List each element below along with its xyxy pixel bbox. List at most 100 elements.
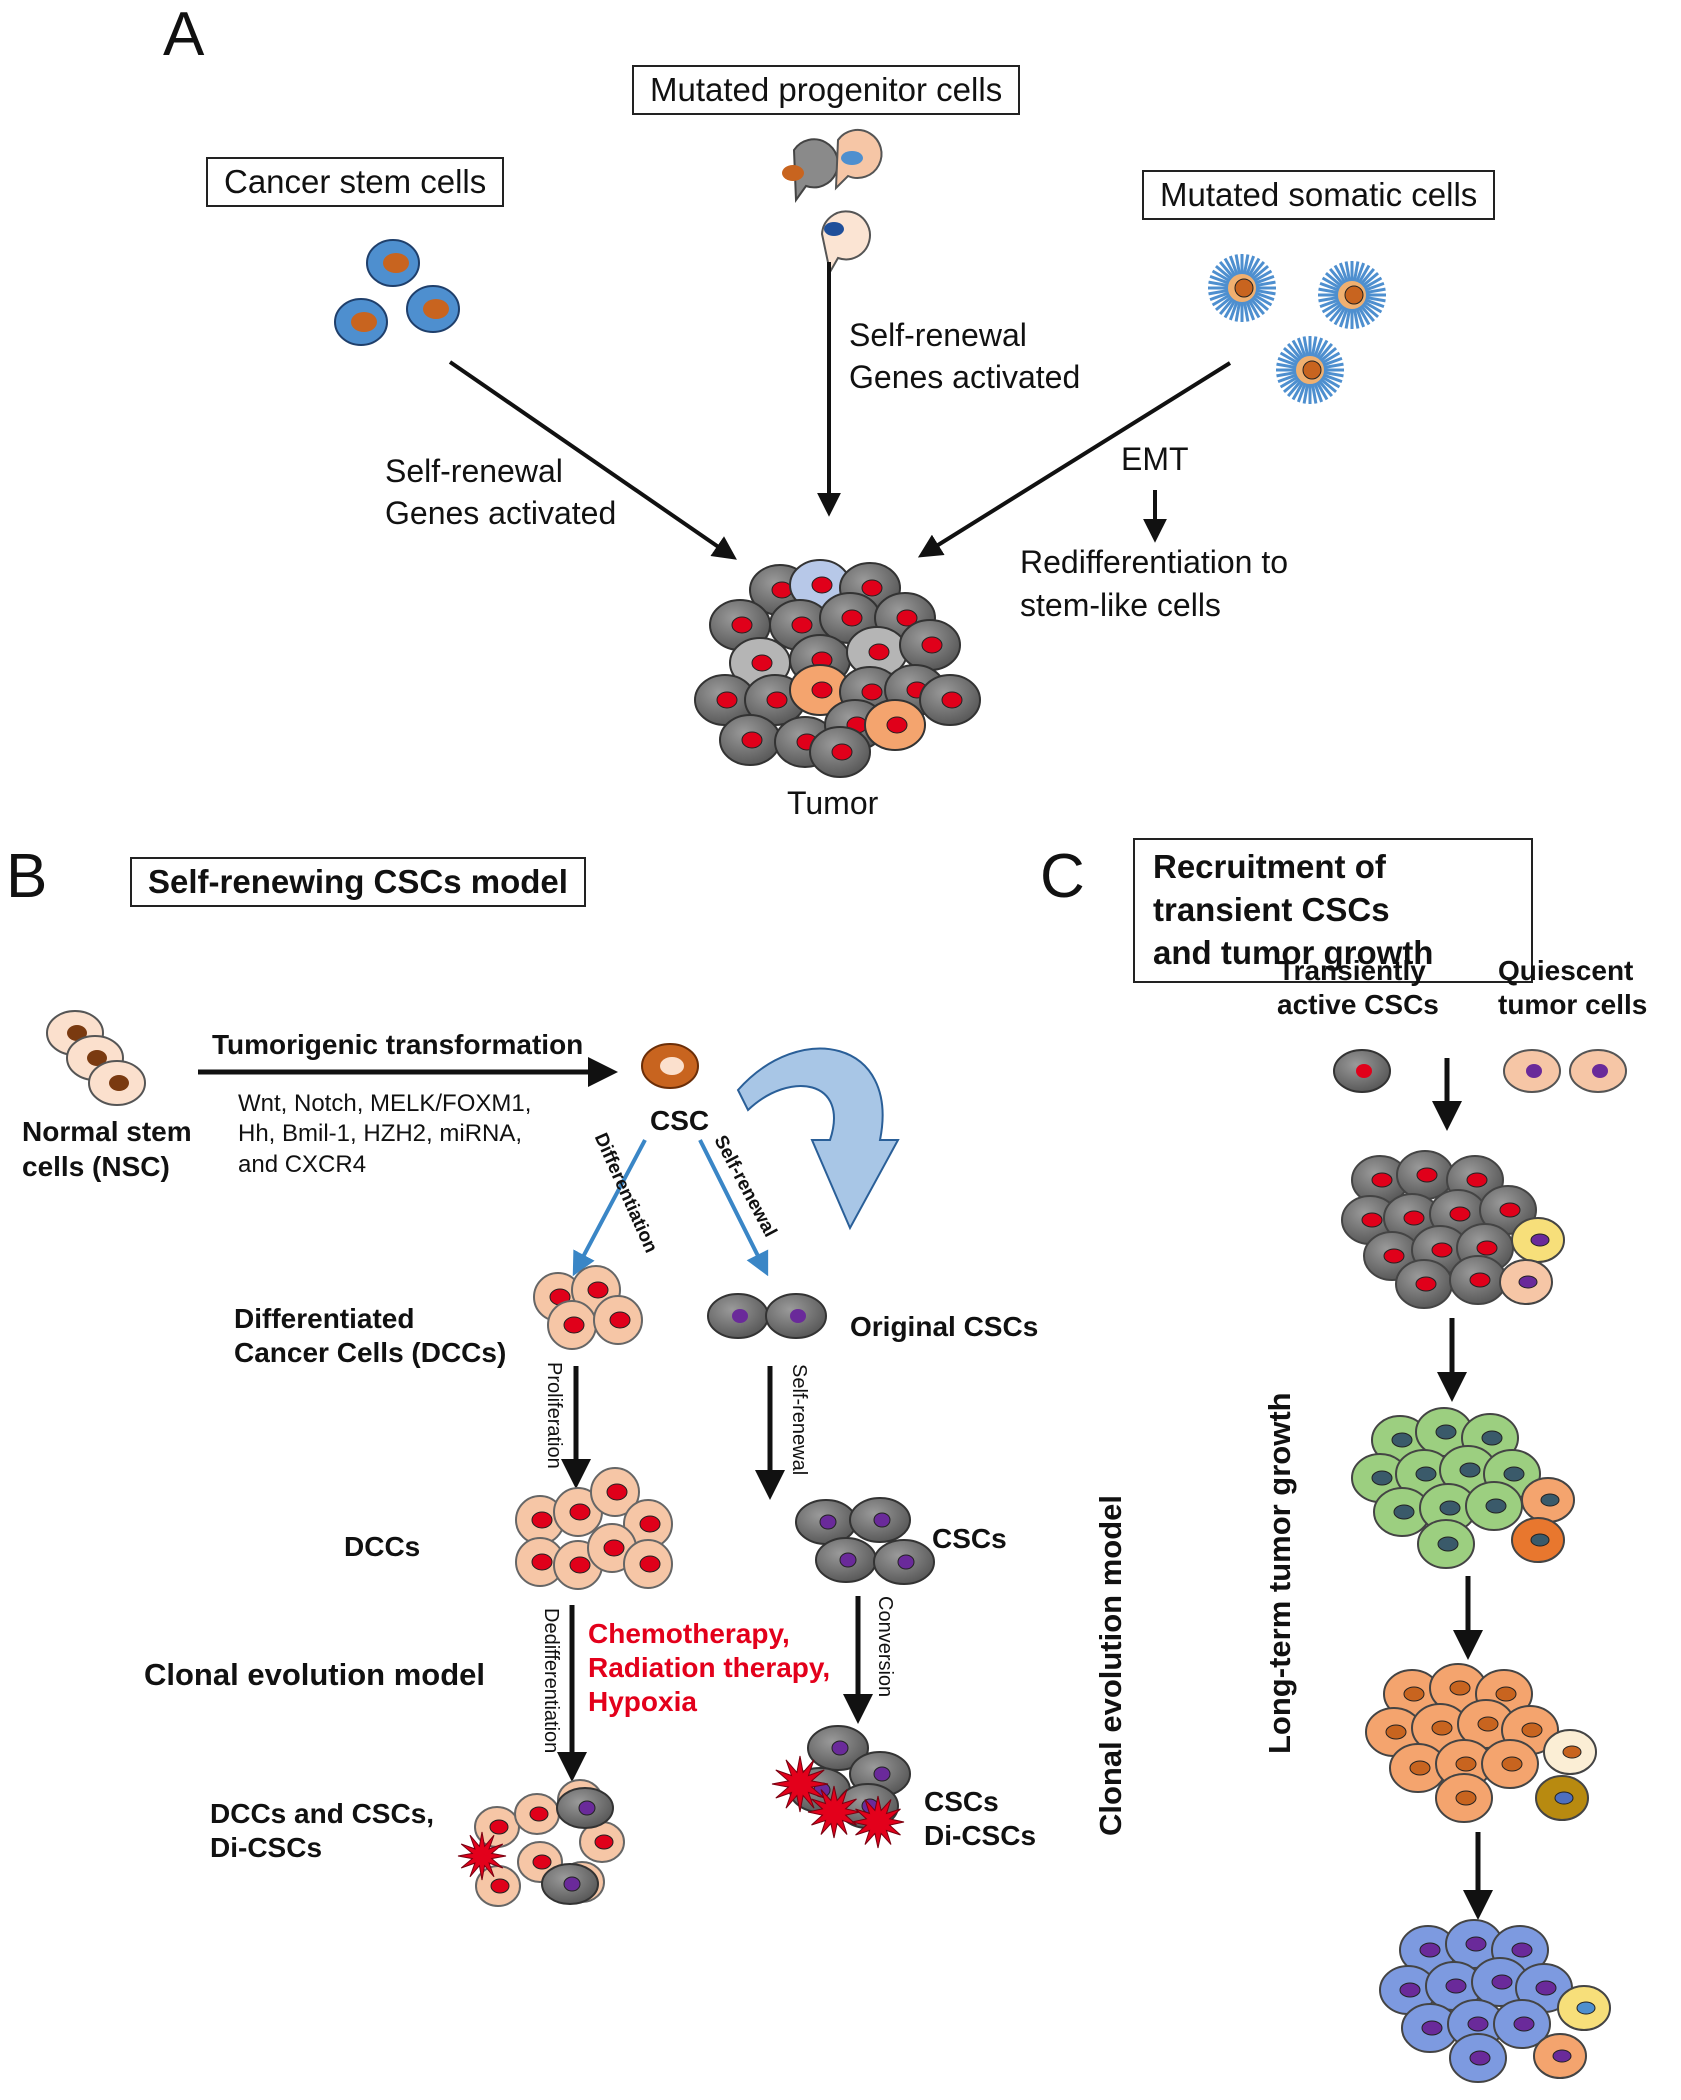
bottom-right-line-2: Di-CSCs	[924, 1820, 1037, 1851]
spike	[1365, 295, 1386, 303]
tumor-stage-4-icon	[1379, 1919, 1611, 2083]
arrow-csc-to-tumor	[448, 360, 737, 560]
nsc-label-line-2: cells (NSC)	[22, 1151, 170, 1182]
csc-label: CSC	[650, 1105, 710, 1136]
tumor-cluster-icon	[694, 559, 981, 778]
redifferentiation-line-2: stem-like cells	[1020, 587, 1221, 623]
spike	[1355, 307, 1366, 328]
spike	[1322, 373, 1343, 384]
tumor-stage-2-icon	[1351, 1407, 1575, 1569]
nucleus	[1469, 2050, 1491, 2066]
spike	[1344, 261, 1352, 282]
spike	[1338, 307, 1349, 328]
spike	[1245, 300, 1256, 321]
spike	[1363, 276, 1383, 290]
nucleus	[563, 1316, 585, 1334]
arrow-self-renewal-top	[698, 1139, 769, 1277]
spike	[1318, 295, 1339, 303]
nucleus	[766, 691, 788, 709]
nucleus	[1431, 1720, 1453, 1736]
nucleus	[1465, 1936, 1487, 1952]
conversion-label: Conversion	[874, 1596, 896, 1698]
tumor-stage-1-icon	[1341, 1150, 1565, 1309]
nucleus	[1518, 1275, 1538, 1289]
nucleus	[897, 1554, 915, 1570]
vertical-clonal-evolution-label: Clonal evolution model	[1093, 1494, 1128, 1836]
nucleus	[531, 1511, 553, 1529]
nucleus	[873, 1512, 891, 1528]
spike	[1282, 346, 1301, 363]
transiently-label-line-1: Transiently	[1278, 955, 1426, 986]
panel-letter-c: C	[1040, 842, 1085, 911]
panel-c-graphics	[1333, 1049, 1627, 2083]
spike	[1352, 261, 1360, 282]
spike	[1313, 382, 1324, 403]
nucleus	[569, 1556, 591, 1574]
spike	[1291, 381, 1305, 401]
nucleus	[831, 1740, 849, 1756]
nucleus	[1552, 2049, 1572, 2063]
spike	[1324, 271, 1343, 288]
spike	[1317, 379, 1334, 398]
spike	[1251, 264, 1270, 281]
spike	[1296, 337, 1307, 358]
arrow-somatic-to-tumor	[917, 361, 1232, 558]
spike	[1218, 297, 1235, 316]
spike	[1223, 299, 1237, 319]
nucleus	[716, 691, 738, 709]
nucleus	[1501, 1756, 1523, 1772]
factors-line-3: and CXCR4	[238, 1151, 367, 1178]
spike	[1321, 300, 1341, 314]
spike	[1322, 356, 1343, 367]
therapy-line-2: Radiation therapy,	[588, 1652, 831, 1683]
nucleus	[1455, 1790, 1477, 1806]
nucleus	[1439, 1500, 1461, 1516]
panel-c-title-line-1: Recruitment of transient CSCs	[1153, 848, 1390, 928]
nucleus	[603, 1539, 625, 1557]
quiescent-label-line-1: Quiescent	[1498, 955, 1634, 986]
nucleus	[1485, 1498, 1507, 1514]
spike	[1315, 339, 1329, 359]
spike	[1328, 267, 1345, 286]
spike	[1365, 287, 1386, 295]
factors-line-2: Hh, Bmil-1, HZH2, miRNA,	[238, 1120, 523, 1147]
nucleus	[1530, 1233, 1550, 1247]
spike	[1286, 379, 1303, 398]
spike	[1317, 342, 1334, 361]
bottom-left-line-1: DCCs and CSCs,	[210, 1798, 435, 1829]
spike	[1318, 287, 1339, 295]
spike	[1209, 274, 1230, 285]
nucleus	[1419, 1942, 1441, 1958]
dedifferentiation-label: Dedifferentiation	[540, 1608, 562, 1754]
panel-c-title-line-2: and tumor growth	[1153, 933, 1434, 971]
transiently-active-csc-icon	[1333, 1049, 1391, 1093]
nucleus	[1562, 1745, 1582, 1759]
spike	[1310, 336, 1318, 357]
spike	[1333, 264, 1347, 284]
quiescent-label-line-2: tumor cells	[1498, 989, 1648, 1020]
spike	[1321, 276, 1341, 290]
nucleus	[1383, 1248, 1405, 1264]
tumor-stage-3-icon	[1365, 1663, 1597, 1823]
nucleus	[1535, 1980, 1557, 1996]
spike	[1310, 383, 1318, 404]
nucleus	[1403, 1210, 1425, 1226]
spike	[1242, 301, 1250, 322]
nucleus	[1503, 1466, 1525, 1482]
normal-stem-cells-icon	[46, 1010, 146, 1106]
spike	[1324, 302, 1343, 319]
cell-death-burst	[771, 1755, 829, 1813]
spike	[1328, 304, 1345, 323]
nucleus	[741, 731, 763, 749]
self-renewal-mid-label: Self-renewal	[788, 1364, 810, 1476]
nucleus	[529, 1806, 549, 1822]
spike	[1364, 298, 1385, 309]
left-arrow-label-line-1: Self-renewal	[385, 453, 563, 489]
nucleus	[1431, 1242, 1453, 1258]
dccs-label: DCCs	[344, 1531, 421, 1562]
nsc-label-line-1: Normal stem	[22, 1116, 192, 1147]
nucleus	[1467, 2016, 1489, 2032]
spike	[1361, 271, 1380, 288]
nucleus	[861, 579, 883, 597]
